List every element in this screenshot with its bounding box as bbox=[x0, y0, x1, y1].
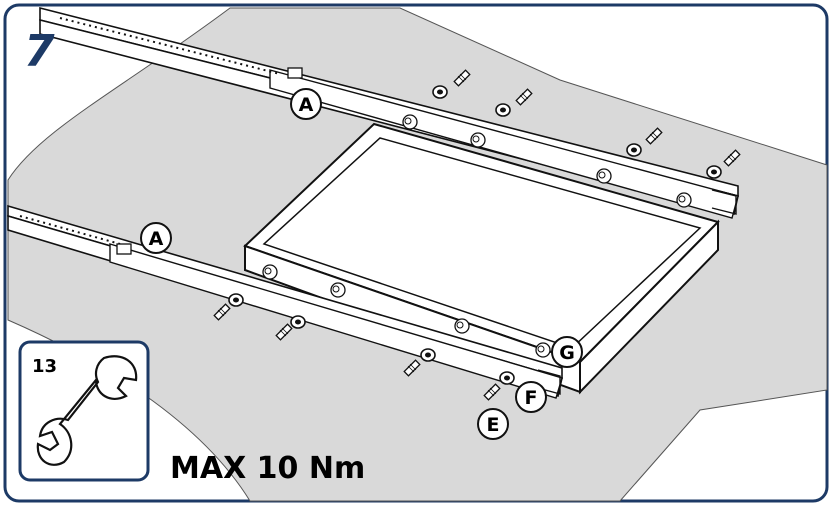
tool-box: 13 bbox=[18, 340, 150, 482]
callout-g-label: G bbox=[559, 342, 575, 364]
callout-f: F bbox=[515, 381, 547, 413]
callout-a-bottom: A bbox=[140, 222, 172, 254]
step-number: 7 bbox=[24, 26, 55, 77]
wrench-icon bbox=[36, 355, 138, 466]
callout-e: E bbox=[477, 408, 509, 440]
callout-g: G bbox=[551, 336, 583, 368]
callout-e-label: E bbox=[487, 414, 500, 436]
callout-a-top-label: A bbox=[299, 94, 314, 116]
callout-a-top: A bbox=[290, 88, 322, 120]
wrench-size: 13 bbox=[32, 356, 57, 377]
callout-f-label: F bbox=[525, 387, 538, 409]
callout-a-bottom-label: A bbox=[149, 228, 164, 250]
rail-top bbox=[39, 6, 739, 219]
torque-spec: MAX 10 Nm bbox=[170, 451, 365, 486]
